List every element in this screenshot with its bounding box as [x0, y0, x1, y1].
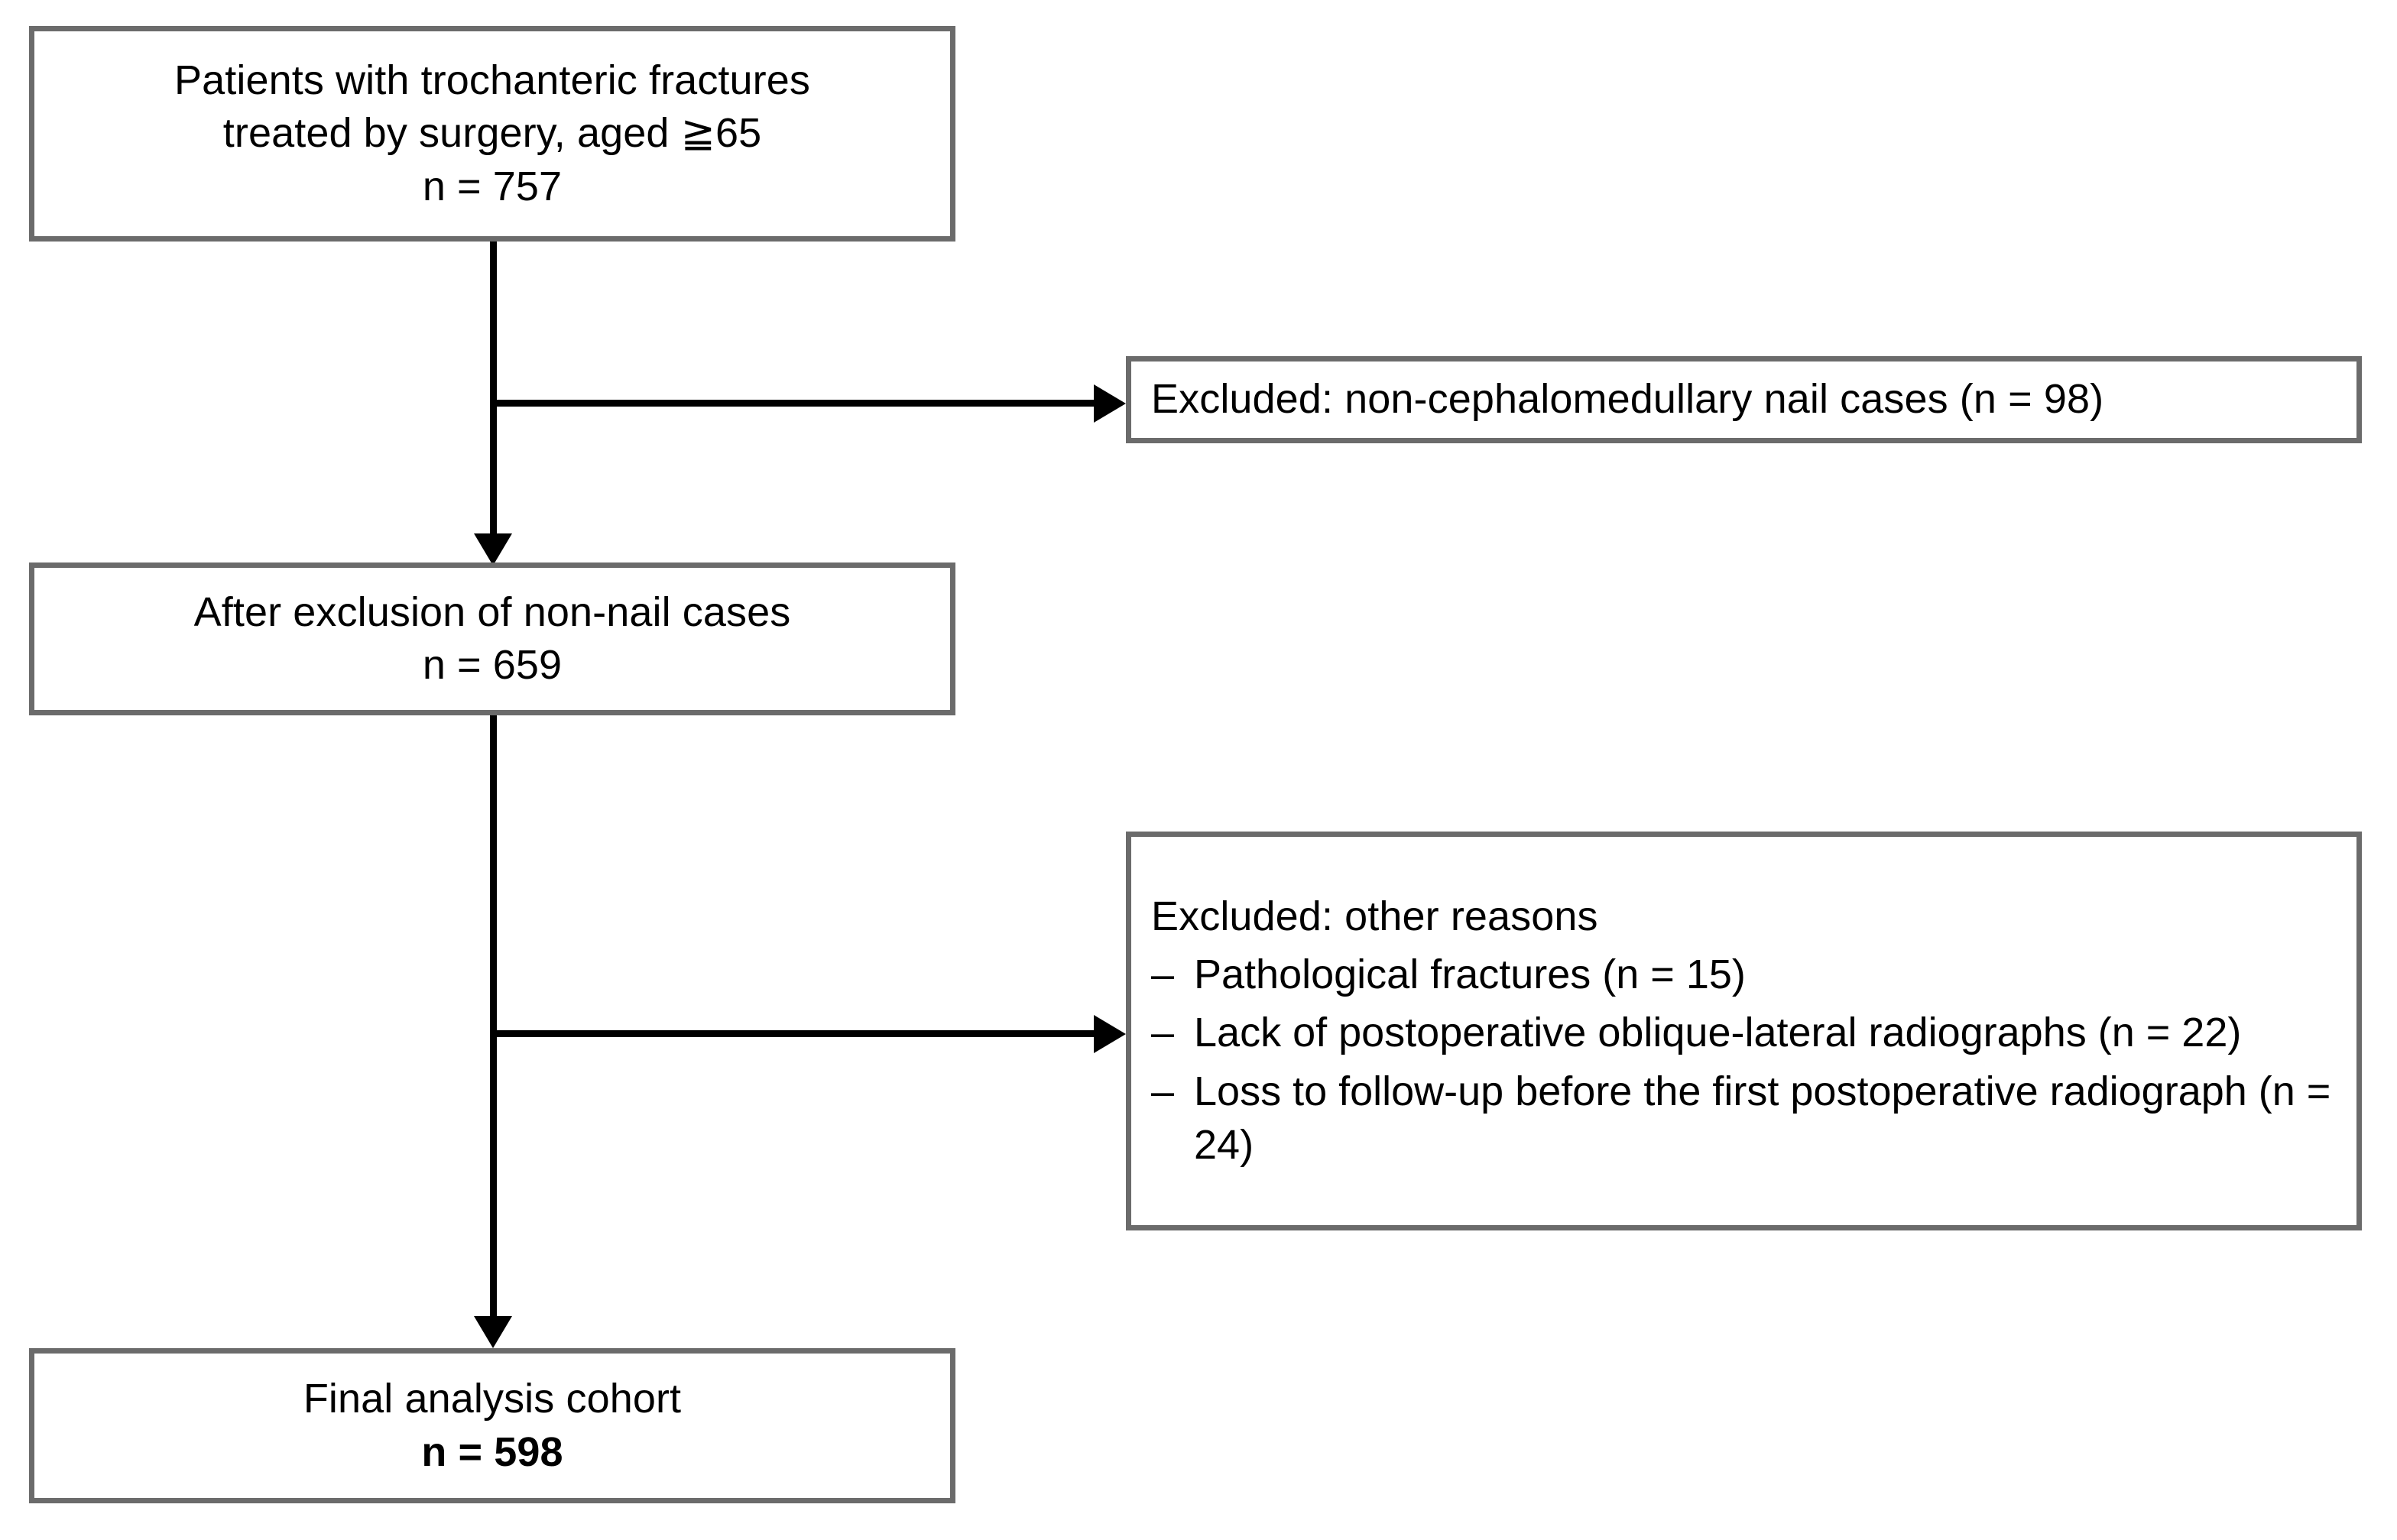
reason-text: Pathological fractures (n = 15)	[1194, 952, 1746, 998]
reason-text: Lack of postoperative oblique-lateral ra…	[1194, 1010, 2242, 1056]
node-final-cohort: Final analysis cohort n = 598	[29, 1348, 955, 1503]
node-excluded-nail-text: Excluded: non-cephalomedullary nail case…	[1151, 376, 2104, 423]
connector-after-to-final	[490, 715, 497, 1319]
node-final-cohort-label: Final analysis cohort	[303, 1376, 682, 1422]
node-after-exclusion: After exclusion of non-nail cases n = 65…	[29, 563, 955, 715]
arrowhead-into-excluded-other	[1094, 1015, 1126, 1053]
dash-bullet-icon: –	[1151, 1010, 1175, 1056]
node-enrolled-line-1: Patients with trochanteric fractures	[174, 57, 810, 104]
arrowhead-into-excluded-nail	[1094, 384, 1126, 423]
dash-bullet-icon: –	[1151, 952, 1175, 998]
node-after-exclusion-line-1: After exclusion of non-nail cases	[193, 588, 791, 635]
reason-list-item: – Lack of postoperative oblique-lateral …	[1151, 1006, 2337, 1059]
node-enrolled-patients: Patients with trochanteric fractures tre…	[29, 26, 955, 242]
node-excluded-other-reasons: Excluded: other reasons – Pathological f…	[1126, 832, 2362, 1230]
node-after-exclusion-count: n = 659	[422, 642, 563, 688]
node-excluded-nail-cases: Excluded: non-cephalomedullary nail case…	[1126, 356, 2362, 443]
arrowhead-into-final-cohort	[474, 1316, 512, 1348]
reason-text: Loss to follow-up before the first posto…	[1194, 1068, 2331, 1168]
connector-branch-excluded-nail	[490, 400, 1101, 407]
node-enrolled-line-2: treated by surgery, aged ≧65	[222, 110, 762, 157]
connector-enrolled-to-after	[490, 242, 497, 538]
excluded-other-reason-list: – Pathological fractures (n = 15) – Lack…	[1151, 948, 2337, 1172]
node-excluded-other-heading: Excluded: other reasons	[1151, 893, 1598, 940]
node-final-cohort-count: n = 598	[421, 1428, 563, 1475]
reason-list-item: – Loss to follow-up before the first pos…	[1151, 1065, 2337, 1172]
connector-branch-excluded-other	[490, 1030, 1101, 1037]
node-enrolled-count: n = 757	[422, 163, 563, 209]
dash-bullet-icon: –	[1151, 1068, 1175, 1114]
reason-list-item: – Pathological fractures (n = 15)	[1151, 948, 2337, 1001]
arrowhead-into-after-exclusion	[474, 533, 512, 566]
